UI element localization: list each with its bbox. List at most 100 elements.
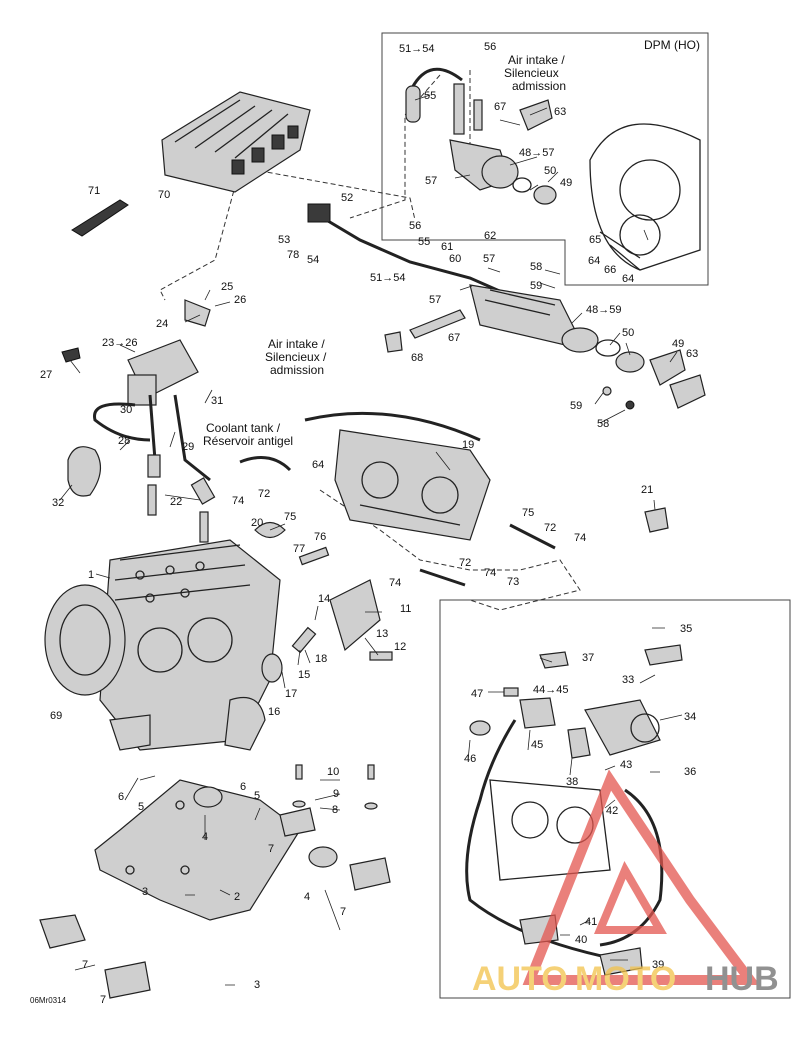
callout-75b: 75 [522,507,534,519]
callout-46: 46 [464,753,476,765]
callout-22: 22 [170,496,182,508]
part-21 [644,507,669,533]
lower-inset-parts [465,644,683,976]
callout-50b: 50 [622,327,634,339]
watermark-logo: AUTO MOTO HUB [472,769,779,998]
callout-30: 30 [120,404,132,416]
callout-40: 40 [575,934,587,946]
washer-8a [292,800,306,808]
callout-7d: 7 [100,994,106,1006]
callout-37: 37 [582,652,594,664]
callout-7a: 7 [268,843,274,855]
callout-68: 68 [411,352,423,364]
callout-34: 34 [684,711,696,723]
manifold-11 [329,579,381,652]
callout-51a: 51→54 [399,43,434,55]
callout-74b: 74 [574,532,586,544]
callout-60: 60 [449,253,461,265]
callout-2: 2 [234,891,240,903]
svg-text:admission: admission [270,363,324,377]
callout-28: 28 [118,435,130,447]
callout-53: 53 [278,234,290,246]
callout-54: 54 [307,254,319,266]
callout-12: 12 [394,641,406,653]
throttle-body [304,411,491,541]
spark-plug-b [199,511,209,543]
spark-plug-a [147,484,157,516]
callout-31: 31 [211,395,223,407]
mount-4b [308,846,338,868]
callout-64c: 64 [312,459,324,471]
leader-lines [59,94,683,986]
callout-21: 21 [641,484,653,496]
bracket-7d [349,857,391,891]
callout-63b: 63 [686,348,698,360]
svg-text:HUB: HUB [705,960,779,998]
callout-15: 15 [298,669,310,681]
svg-text:AUTO: AUTO [472,960,568,998]
callout-66: 66 [604,264,616,276]
callout-57c: 57 [429,294,441,306]
callout-77: 77 [293,543,305,555]
callout-59b: 59 [570,400,582,412]
callout-6b: 6 [240,781,246,793]
doc-code: 06Mr0314 [30,996,67,1005]
callout-76: 76 [314,531,326,543]
callout-49b: 49 [672,338,684,350]
callout-13: 13 [376,628,388,640]
callout-59a: 59 [530,280,542,292]
callout-18: 18 [315,653,327,665]
callout-56a: 56 [484,41,496,53]
guide-coolant [319,489,581,611]
callout-52: 52 [341,192,353,204]
callout-56b: 56 [409,220,421,232]
callout-38: 38 [566,776,578,788]
callout-58a: 58 [530,261,542,273]
callout-4a: 4 [202,831,208,843]
callout-7c: 7 [82,959,88,971]
callout-6a: 6 [118,791,124,803]
callout-61: 61 [441,241,453,253]
washer-8b [364,802,378,810]
callout-50a: 50 [544,165,556,177]
callout-64a: 64 [588,255,600,267]
callout-26: 26 [234,294,246,306]
callout-4b: 4 [304,891,310,903]
bolt-12 [369,651,393,661]
callout-62: 62 [484,230,496,242]
bracket-7b [104,961,151,999]
callout-25: 25 [221,281,233,293]
seal-16 [261,653,283,683]
svg-text:Silencieux /: Silencieux / [265,350,327,364]
callout-41: 41 [585,916,597,928]
air-intake-note-mid: Air intake / Silencieux / admission [265,337,327,377]
callout-74c: 74 [389,577,401,589]
callout-10: 10 [327,766,339,778]
callout-43: 43 [620,759,632,771]
cap-32 [67,446,101,497]
guide-ecu-wire [159,167,416,301]
callout-65: 65 [589,234,601,246]
engine-mount-plate [94,779,301,921]
bolt-10b [367,764,375,780]
callout-72c: 72 [459,557,471,569]
air-intake-note-top: Air intake / Silencieux admission [504,53,566,93]
callout-67a: 67 [494,101,506,113]
callout-24: 24 [156,318,168,330]
svg-text:Coolant tank /: Coolant tank / [206,421,281,435]
callout-35: 35 [680,623,692,635]
callout-55b: 55 [418,236,430,248]
inset-title: DPM (HO) [644,38,700,52]
coolant-note: Coolant tank / Réservoir antigel [203,421,293,448]
mount-4a [193,786,223,808]
callout-69: 69 [50,710,62,722]
callout-58b: 58 [597,418,609,430]
callout-33: 33 [622,674,634,686]
callout-72b: 72 [544,522,556,534]
bracket-7a [39,914,86,949]
callout-27: 27 [40,369,52,381]
svg-text:Air intake /: Air intake / [508,53,565,67]
callout-72a: 72 [258,488,270,500]
fuel-rail-assembly [469,284,706,410]
svg-text:Silencieux: Silencieux [504,66,559,80]
